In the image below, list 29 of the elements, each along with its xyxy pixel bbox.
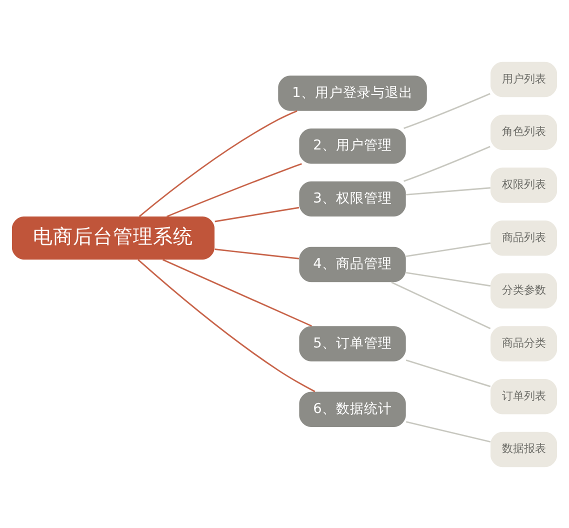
node-box: 数据报表: [490, 431, 558, 467]
connector: [162, 258, 312, 326]
connector: [404, 145, 490, 182]
node-box: 分类参数: [490, 272, 558, 308]
node-box: 6、数据统计: [299, 391, 406, 426]
node-box: 订单列表: [490, 378, 558, 414]
node-box: 5、订单管理: [299, 326, 406, 361]
connector: [406, 242, 491, 257]
node-box: 4、商品管理: [299, 246, 406, 282]
node-box: 权限列表: [490, 167, 558, 202]
node-box: 电商后台管理系统: [12, 216, 215, 260]
node-box: 用户列表: [490, 61, 558, 97]
connector: [138, 258, 316, 392]
connector: [166, 162, 302, 217]
node-box: 角色列表: [490, 114, 558, 150]
connector: [391, 281, 491, 329]
connector: [406, 186, 490, 195]
node-box: 商品列表: [490, 220, 558, 256]
node-box: 3、权限管理: [299, 180, 406, 216]
connector: [214, 248, 300, 259]
node-box: 商品分类: [490, 326, 558, 361]
connector: [406, 359, 491, 387]
node-box: 2、用户管理: [299, 128, 406, 164]
connector: [404, 92, 490, 129]
node-box: 1、用户登录与退出: [278, 75, 427, 110]
connector: [214, 206, 300, 222]
connector: [406, 420, 491, 442]
connector: [138, 110, 298, 216]
connector: [406, 271, 491, 286]
